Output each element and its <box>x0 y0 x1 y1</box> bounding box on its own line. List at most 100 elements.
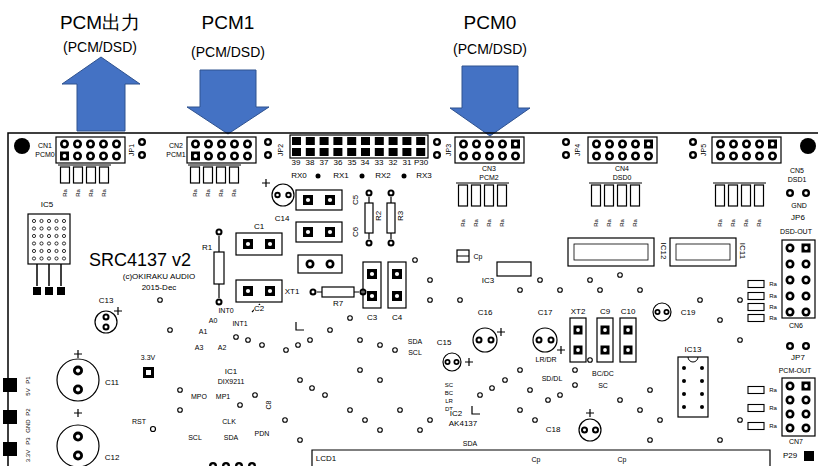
pad-hole <box>514 142 518 146</box>
via <box>296 343 301 348</box>
resistor-array <box>472 185 481 206</box>
via <box>378 428 383 433</box>
silkscreen-label: Ra <box>619 219 625 227</box>
pad-hole <box>550 339 553 342</box>
ic-notch <box>688 357 698 362</box>
capacitor-outline <box>579 419 601 441</box>
silkscreen-label: BC/DC <box>592 370 614 377</box>
silkscreen-label: 38 <box>306 159 315 167</box>
silkscreen-label: MP1 <box>216 393 230 400</box>
round-pad <box>73 152 82 161</box>
pad-hole <box>691 153 694 156</box>
via <box>413 258 418 263</box>
pad-hole <box>771 154 775 158</box>
power-pad <box>3 378 17 392</box>
polarity-mark <box>497 328 505 336</box>
round-pad <box>112 152 121 161</box>
round-pad <box>802 276 811 285</box>
round-pad <box>112 140 121 149</box>
pad-hole <box>771 142 775 146</box>
pad-hole <box>63 142 67 146</box>
square-pad <box>303 227 313 237</box>
via <box>588 278 593 283</box>
square-pad <box>265 239 275 249</box>
silkscreen-label: C17 <box>538 309 553 317</box>
resistor-symbol <box>365 203 373 233</box>
pad-hole <box>140 153 143 156</box>
component-outline <box>236 233 282 255</box>
component-outline <box>457 250 469 262</box>
silkscreen-label: Ra <box>231 189 237 197</box>
resistor-array <box>74 167 83 183</box>
via <box>316 174 321 179</box>
square-pad <box>57 287 65 295</box>
pad-hole <box>691 140 694 143</box>
resistor-array <box>459 185 468 206</box>
ic-pin <box>682 366 686 370</box>
silkscreen-label: C11 <box>105 379 119 387</box>
grid-dot <box>62 227 65 230</box>
round-pad <box>366 190 373 197</box>
square-pad <box>392 269 402 279</box>
pad-hole <box>89 154 93 158</box>
pad-hole <box>395 272 399 276</box>
silkscreen-label: SDA <box>408 338 422 345</box>
resistor-array <box>100 167 109 183</box>
pad-hole <box>501 142 505 146</box>
silkscreen-label: Ra <box>101 189 107 197</box>
round-pad <box>366 240 373 247</box>
silkscreen-label: 37 <box>320 159 329 167</box>
silkscreen-label: LR <box>445 398 453 404</box>
round-pad <box>511 152 520 161</box>
silkscreen-label: IC2 <box>450 410 462 418</box>
grid-dot <box>32 242 35 245</box>
pad-hole <box>490 339 493 342</box>
silkscreen-label: SDA <box>224 434 238 441</box>
ic-corner-mark <box>472 406 480 414</box>
silkscreen-label: C15 <box>437 339 452 347</box>
round-pad <box>605 140 614 149</box>
round-pad <box>548 337 555 344</box>
via <box>358 338 363 343</box>
round-pad <box>264 151 272 159</box>
pad-hole <box>788 384 792 388</box>
square-pad <box>768 140 777 149</box>
pin-strip <box>290 135 428 158</box>
silkscreen-label: Ra <box>460 219 466 227</box>
resistor-array <box>748 281 764 288</box>
round-pad <box>476 337 483 344</box>
array-frame <box>589 183 642 184</box>
component-outline <box>296 222 342 242</box>
via <box>648 438 653 443</box>
silkscreen-label: IC5 <box>41 201 53 209</box>
silkscreen-label: A0 <box>209 317 218 324</box>
silkscreen-label: 3.3V <box>141 354 155 361</box>
pad-hole <box>462 142 466 146</box>
resistor-array <box>592 185 601 206</box>
silkscreen-label: Ra <box>769 304 777 310</box>
via <box>638 288 643 293</box>
grid-dot <box>55 234 58 237</box>
via <box>428 298 433 303</box>
pad-hole <box>804 344 807 347</box>
silkscreen-label: P2 <box>25 408 31 415</box>
round-pad <box>802 342 810 350</box>
silkscreen-label: Ra <box>769 281 777 287</box>
round-pad <box>454 359 460 365</box>
silkscreen-label: XT2 <box>571 308 586 316</box>
silkscreen-label: Ra <box>606 219 612 227</box>
pad-hole <box>576 328 580 332</box>
array-frame <box>58 165 111 166</box>
silkscreen-label: SCL <box>408 349 422 356</box>
pad-hole <box>446 361 449 364</box>
pad-hole <box>146 370 151 375</box>
silkscreen-label: 39 <box>292 159 301 167</box>
silkscreen-label: 2015-Dec <box>142 284 177 292</box>
silkscreen-label: Cp <box>474 253 483 260</box>
round-pad <box>388 190 395 197</box>
silkscreen-label: GND <box>791 202 807 209</box>
pad-hole <box>475 154 479 158</box>
component-outline <box>298 255 342 273</box>
silkscreen-label: Cp <box>618 456 627 463</box>
silkscreen-label: C13 <box>99 297 114 305</box>
